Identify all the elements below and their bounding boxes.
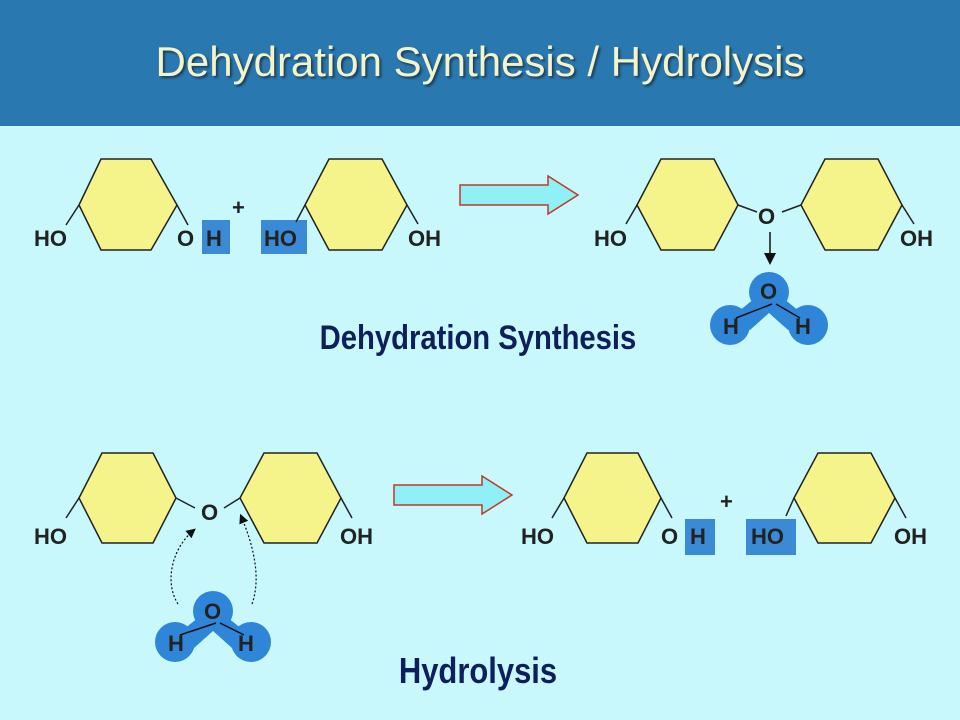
h-highlight [202,220,230,254]
hydrolysis-reactants: HO O OH [34,452,373,605]
h-label: H [723,314,739,339]
o-label: O [177,226,194,251]
h-label: H [206,226,222,251]
oh-label: OH [894,524,927,549]
o-label: O [760,279,777,304]
h-label: H [795,314,811,339]
glucose-ring [78,452,177,544]
h-label: H [168,631,184,656]
glucose-ring [239,452,342,544]
glucose-ring [793,452,896,544]
ho-label: HO [751,524,784,549]
glucose-ring [800,158,903,251]
hydrolysis-products: HO O H + HO OH [521,452,927,555]
dehydration-reactants: HO O H + HO OH [34,158,441,254]
o-label: O [201,500,218,525]
oh-label: OH [340,524,373,549]
attack-arrow [239,513,257,605]
h-label: H [690,524,706,549]
glucose-ring [304,158,408,251]
plus-sign: + [720,489,733,514]
ho-label: HO [521,524,554,549]
o-label: O [204,599,221,624]
ho-highlight [261,220,307,254]
ho-label: HO [264,226,297,251]
ho-label: HO [34,226,67,251]
h-highlight [685,519,715,555]
o-label: O [758,204,775,229]
glucose-ring [636,158,739,251]
slide-title: Dehydration Synthesis / Hydrolysis [155,38,805,85]
attack-arrow [170,528,196,605]
hydrolysis-label: Hydrolysis [399,652,557,692]
reaction-arrow [393,474,514,516]
plus-sign: + [232,195,245,220]
glucose-ring [78,158,178,251]
water-molecule: O H H [710,272,828,345]
oh-label: OH [408,226,441,251]
ho-label: HO [594,226,627,251]
ho-highlight [746,519,796,555]
ho-label: HO [34,524,67,549]
title-bar [0,0,960,126]
oh-label: OH [900,226,933,251]
dehydration-label: Dehydration Synthesis [320,318,637,357]
o-label: O [661,524,678,549]
water-molecule: O H H [155,591,271,662]
reaction-arrow [459,174,580,216]
glucose-ring [563,452,662,544]
h-label: H [238,631,254,656]
dehydration-products: HO O OH [594,158,933,265]
